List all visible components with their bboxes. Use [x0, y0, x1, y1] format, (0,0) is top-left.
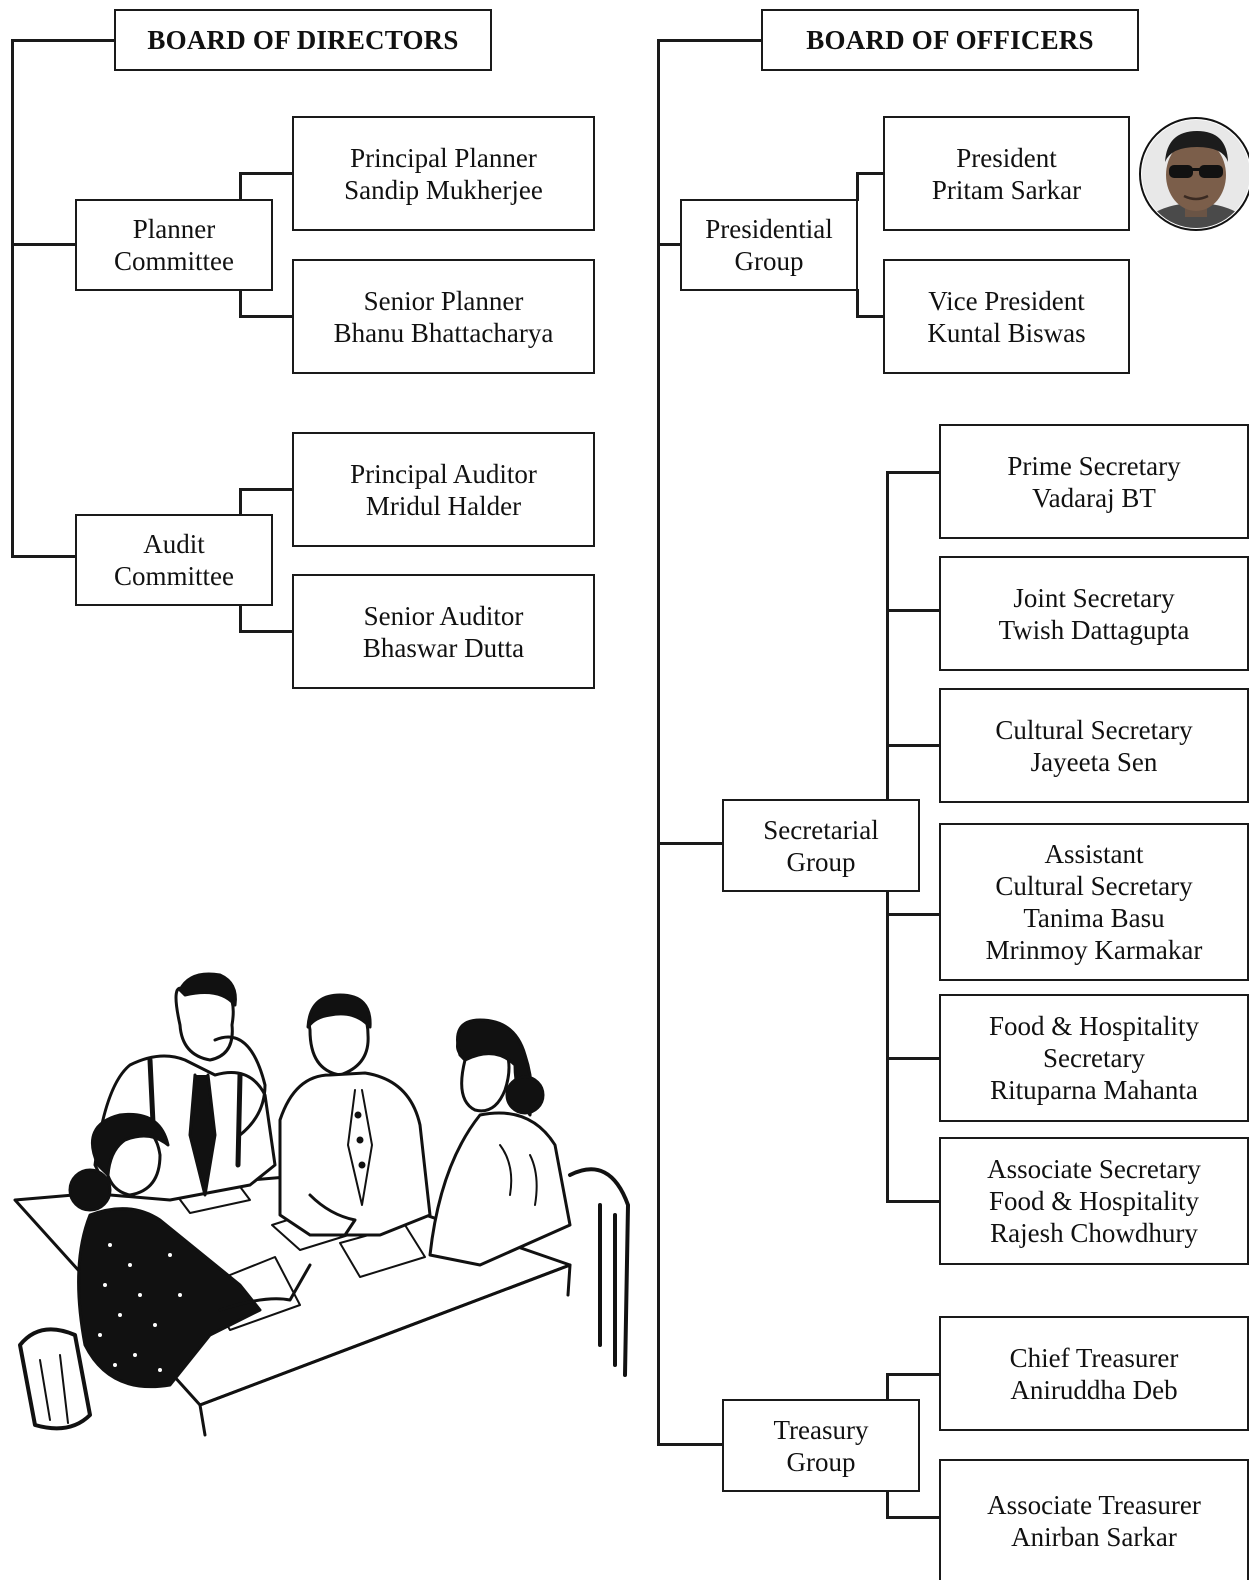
- associate-secretary-food-name: Rajesh Chowdhury: [990, 1218, 1198, 1248]
- assistant-cultural-secretary-line2: Cultural Secretary: [995, 871, 1193, 901]
- prime-secretary-role: Prime Secretary: [1007, 450, 1181, 481]
- planner-committee-line2: Committee: [114, 246, 234, 276]
- chief-treasurer-role: Chief Treasurer: [1009, 1342, 1179, 1373]
- vice-president-box: Vice President Kuntal Biswas: [883, 259, 1130, 374]
- cultural-secretary-name: Jayeeta Sen: [1030, 746, 1158, 777]
- prime-secretary-box: Prime Secretary Vadaraj BT: [939, 424, 1249, 539]
- assistant-cultural-secretary-box: Assistant Cultural Secretary Tanima Basu…: [939, 823, 1249, 981]
- food-hospitality-secretary-name: Rituparna Mahanta: [990, 1075, 1198, 1105]
- vice-president-role: Vice President: [928, 285, 1085, 316]
- associate-treasurer-name: Anirban Sarkar: [1011, 1521, 1177, 1552]
- board-of-officers-header: BOARD OF OFFICERS: [761, 9, 1139, 71]
- senior-auditor-box: Senior Auditor Bhaswar Dutta: [292, 574, 595, 689]
- senior-auditor-role: Senior Auditor: [363, 600, 524, 631]
- secretarial-group-box: Secretarial Group: [722, 799, 920, 892]
- board-of-officers-title: BOARD OF OFFICERS: [806, 25, 1094, 55]
- principal-planner-name: Sandip Mukherjee: [344, 174, 543, 205]
- joint-secretary-role: Joint Secretary: [1013, 582, 1175, 613]
- principal-auditor-box: Principal Auditor Mridul Halder: [292, 432, 595, 547]
- meeting-illustration-icon: [10, 965, 640, 1465]
- presidential-group-box: Presidential Group: [680, 199, 858, 291]
- associate-treasurer-box: Associate Treasurer Anirban Sarkar: [939, 1459, 1249, 1580]
- joint-secretary-box: Joint Secretary Twish Dattagupta: [939, 556, 1249, 671]
- treasury-group-box: Treasury Group: [722, 1399, 920, 1492]
- treasury-group-line1: Treasury: [773, 1414, 869, 1445]
- president-name: Pritam Sarkar: [931, 174, 1082, 205]
- principal-auditor-role: Principal Auditor: [350, 458, 537, 489]
- senior-planner-box: Senior Planner Bhanu Bhattacharya: [292, 259, 595, 374]
- associate-secretary-food-line1: Associate Secretary: [987, 1154, 1201, 1184]
- associate-treasurer-role: Associate Treasurer: [987, 1489, 1201, 1520]
- cultural-secretary-role: Cultural Secretary: [995, 714, 1193, 745]
- audit-committee-line2: Committee: [114, 561, 234, 591]
- chief-treasurer-name: Aniruddha Deb: [1010, 1374, 1178, 1405]
- principal-planner-box: Principal Planner Sandip Mukherjee: [292, 116, 595, 231]
- principal-planner-role: Principal Planner: [350, 142, 537, 173]
- assistant-cultural-secretary-line1: Assistant: [1044, 839, 1144, 869]
- associate-secretary-food-box: Associate Secretary Food & Hospitality R…: [939, 1137, 1249, 1265]
- person-photo-icon: [1137, 117, 1249, 231]
- president-role: President: [956, 142, 1057, 173]
- audit-committee-box: Audit Committee: [75, 514, 273, 606]
- senior-auditor-name: Bhaswar Dutta: [362, 632, 525, 663]
- chief-treasurer-box: Chief Treasurer Aniruddha Deb: [939, 1316, 1249, 1431]
- vice-president-name: Kuntal Biswas: [927, 317, 1086, 348]
- president-box: President Pritam Sarkar: [883, 116, 1130, 231]
- food-hospitality-secretary-line1: Food & Hospitality: [988, 1011, 1199, 1041]
- treasury-group-line2: Group: [786, 1446, 856, 1477]
- presidential-group-line1: Presidential: [705, 214, 833, 244]
- joint-secretary-name: Twish Dattagupta: [998, 614, 1190, 645]
- food-hospitality-secretary-box: Food & Hospitality Secretary Rituparna M…: [939, 994, 1249, 1122]
- secretarial-group-line2: Group: [786, 846, 856, 877]
- senior-planner-name: Bhanu Bhattacharya: [333, 317, 554, 348]
- senior-planner-role: Senior Planner: [363, 285, 524, 316]
- principal-auditor-name: Mridul Halder: [365, 490, 522, 521]
- associate-secretary-food-line2: Food & Hospitality: [988, 1186, 1199, 1216]
- presidential-group-line2: Group: [734, 246, 804, 276]
- assistant-cultural-secretary-name2: Mrinmoy Karmakar: [985, 935, 1203, 965]
- food-hospitality-secretary-line2: Secretary: [1043, 1043, 1145, 1073]
- planner-committee-line1: Planner: [132, 214, 216, 244]
- board-of-directors-header: BOARD OF DIRECTORS: [114, 9, 492, 71]
- cultural-secretary-box: Cultural Secretary Jayeeta Sen: [939, 688, 1249, 803]
- board-of-directors-title: BOARD OF DIRECTORS: [147, 25, 459, 55]
- prime-secretary-name: Vadaraj BT: [1032, 482, 1156, 513]
- assistant-cultural-secretary-name1: Tanima Basu: [1023, 903, 1165, 933]
- audit-committee-line1: Audit: [143, 529, 205, 559]
- planner-committee-box: Planner Committee: [75, 199, 273, 291]
- secretarial-group-line1: Secretarial: [763, 814, 879, 845]
